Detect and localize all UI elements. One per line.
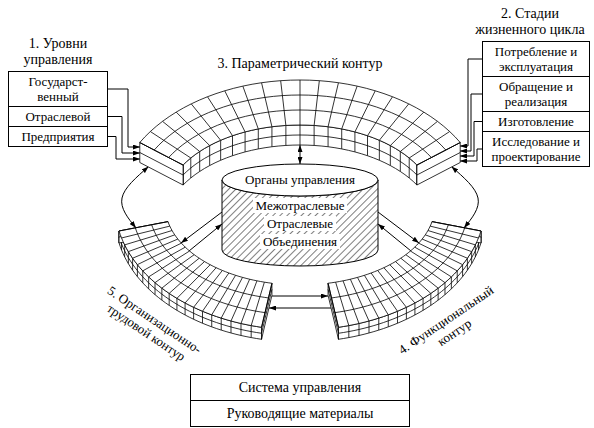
control-cylinder: Органы управленияМежотраслевыеОтраслевые…	[215, 140, 385, 270]
text-row: Отраслевые	[215, 217, 385, 231]
organ-label: Объединения	[260, 234, 340, 249]
list-box: Предприятия	[8, 126, 108, 147]
connector-arrow	[451, 167, 478, 228]
text-row: Объединения	[215, 235, 385, 249]
box-label: Изготовление	[486, 114, 586, 129]
cylinder-drawing	[222, 164, 378, 266]
connector-arrow	[189, 224, 222, 251]
connector-arrow	[378, 212, 419, 243]
connector-arrow	[108, 117, 140, 154]
system-box: Руководящие материалы	[190, 400, 410, 427]
connector-arrow	[272, 296, 328, 297]
box-label: Система управления	[195, 379, 405, 396]
contour-band: 5. Организационно- трудовой контур	[92, 215, 295, 380]
level-group: 1. Уровни управленияГосударст- венныйОтр…	[8, 36, 108, 147]
organ-label: Органы управления	[242, 172, 358, 187]
connector-arrow	[108, 89, 140, 147]
contour-band: 4. Функциональный контур	[305, 215, 508, 380]
list-box: Обращение и реализация	[482, 76, 590, 112]
box-label: Руководящие материалы	[195, 405, 405, 422]
box-label: Государст- венный	[12, 74, 104, 104]
organ-label: Отраслевые	[264, 216, 336, 231]
system-box: Система управления	[190, 374, 410, 401]
connector-arrow	[460, 149, 482, 161]
box-label: Обращение и реализация	[486, 79, 586, 109]
box-label: Потребление и эксплуатация	[486, 44, 586, 74]
connector-arrow	[122, 167, 149, 228]
connector-arrow	[300, 145, 301, 164]
list-box: Изготовление	[482, 111, 590, 132]
connector-arrow	[269, 308, 331, 309]
level-group: 2. Стадии жизненного циклаПотребление и …	[470, 6, 590, 167]
connector-arrow	[108, 137, 140, 160]
text-row: Межотраслевые	[215, 199, 385, 213]
connector-arrow	[460, 122, 482, 157]
group-heading: 1. Уровни управления	[8, 36, 108, 68]
box-label: Исследование и проектирование	[486, 134, 586, 164]
group-heading: 2. Стадии жизненного цикла	[470, 6, 590, 38]
organ-label: Межотраслевые	[253, 198, 348, 213]
connector-arrow	[460, 94, 482, 151]
connector-arrow	[181, 212, 222, 243]
list-box: Отраслевой	[8, 106, 108, 127]
box-label: Отраслевой	[12, 109, 104, 124]
list-box: Исследование и проектирование	[482, 131, 590, 167]
list-box: Потребление и эксплуатация	[482, 41, 590, 77]
contour-title: 3. Параметрический контур	[110, 56, 490, 72]
text-row: Органы управления	[215, 173, 385, 187]
box-label: Предприятия	[12, 129, 104, 144]
connector-arrow	[378, 224, 411, 251]
list-box: Государст- венный	[8, 71, 108, 107]
